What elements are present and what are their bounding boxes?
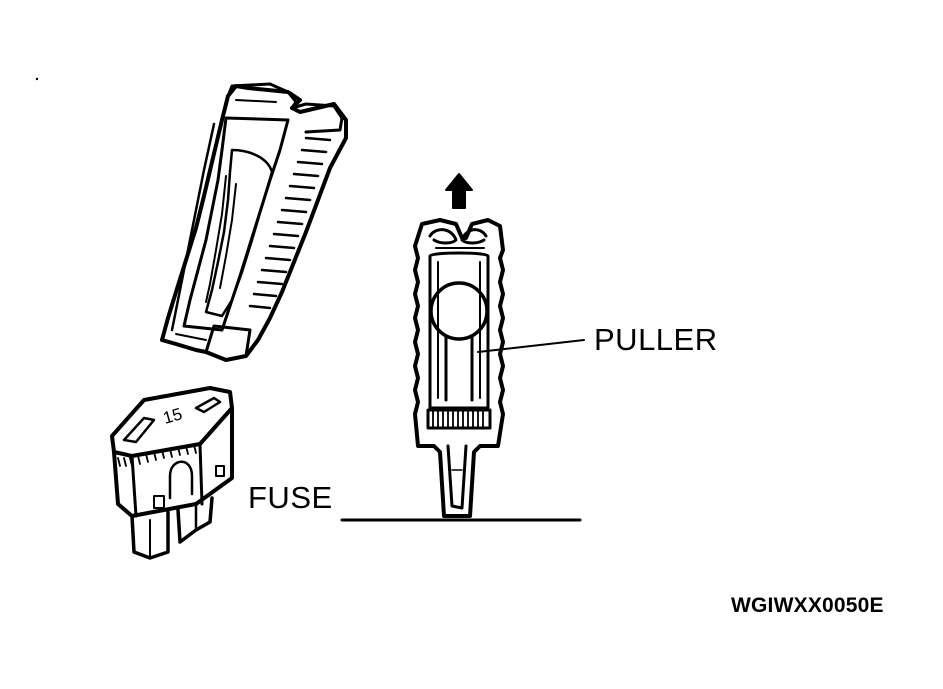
figure-code-label: WGIWXX0050E [731, 594, 884, 617]
up-arrow-icon [445, 173, 473, 209]
puller-label: PULLER [594, 322, 718, 357]
fuse-label: FUSE [248, 480, 333, 515]
fuse-puller-perspective [160, 82, 348, 362]
stray-dot [35, 77, 39, 81]
fuse-rating-label: 15 [161, 404, 184, 427]
puller-front-view [413, 173, 505, 518]
puller-leader-line [477, 339, 585, 353]
blade-fuse: 15 [110, 386, 234, 560]
